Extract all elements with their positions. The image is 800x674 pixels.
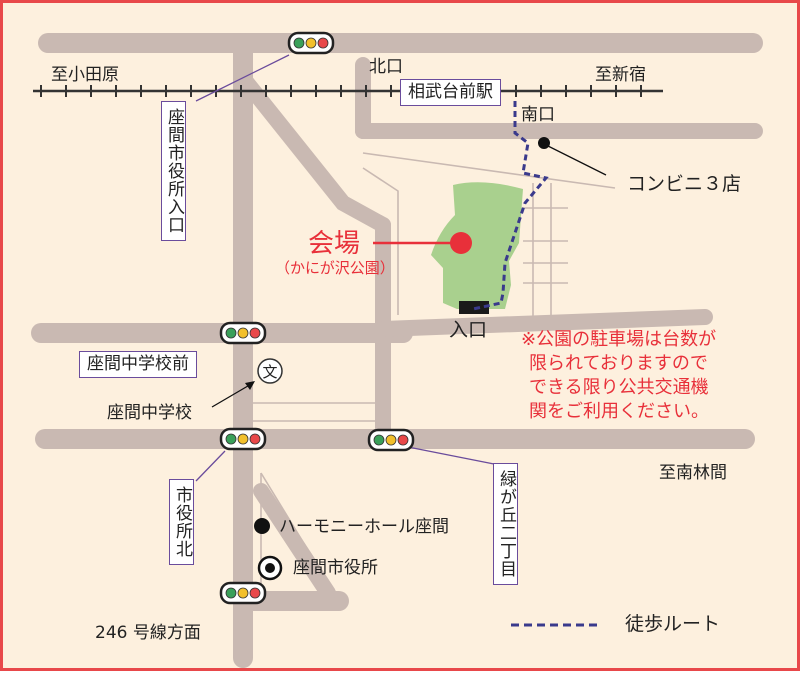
legend-route-label: 徒歩ルート: [625, 613, 721, 635]
school-icon: [257, 358, 283, 384]
walking-route-path: [472, 101, 549, 311]
notice-line-2: 限られておりますので: [529, 353, 708, 374]
to-minamirinkan-label: 至南林間: [659, 463, 727, 483]
harmony-hall-dot: [254, 518, 270, 534]
city-hall-entrance-label: 座間市役所入口: [161, 101, 186, 241]
notice-line-3: できる限り公共交通機: [529, 377, 709, 398]
city-hall-label: 座間市役所: [293, 558, 378, 578]
traffic-light-icon: [219, 427, 267, 451]
park-area: [431, 182, 523, 309]
harmony-hall-label: ハーモニーホール座間: [279, 517, 449, 537]
entrance-label: 入口: [449, 319, 488, 341]
leader-lines: [195, 54, 500, 482]
zama-jhs-label: 座間中学校: [107, 403, 192, 423]
notice-line-4: 関をご利用ください。: [529, 401, 709, 422]
traffic-light-icon: [287, 31, 335, 55]
to-odawara-label: 至小田原: [51, 65, 119, 85]
route246-label: 246 号線方面: [95, 623, 201, 643]
zama-jhs-front-label: 座間中学校前: [79, 351, 197, 378]
north-exit-label: 北口: [369, 57, 403, 77]
traffic-light-icon: [367, 428, 415, 452]
traffic-light-icon: [219, 321, 267, 345]
road-cityhall-diagonal: [253, 483, 336, 601]
station-label: 相武台前駅: [400, 79, 501, 106]
map-graphics: 文: [31, 31, 763, 668]
midorigaoka-label: 緑が丘二丁目: [493, 463, 518, 585]
railway-ties: [40, 85, 642, 97]
notice-line-1: ※公園の駐車場は台数が: [521, 329, 717, 350]
venue-label: 会場: [308, 229, 361, 259]
school-symbol: 文: [262, 363, 277, 381]
inner-lines: [253, 152, 616, 602]
road-park-south: [375, 309, 713, 337]
road-diagonal: [235, 70, 391, 233]
traffic-lights: [219, 31, 415, 605]
traffic-light-icon: [219, 581, 267, 605]
city-hall-north-label: 市役所北: [169, 479, 194, 565]
venue-marker: [450, 232, 472, 254]
venue-sub-label: （かにが沢公園）: [275, 259, 395, 277]
south-exit-label: 南口: [521, 105, 555, 125]
to-shinjuku-label: 至新宿: [595, 65, 646, 85]
convenience-store-dot: [538, 137, 550, 149]
parking-notice: ※公園の駐車場は台数が 限られておりますので できる限り公共交通機 関をご利用く…: [521, 331, 716, 421]
convenience-label: コンビニ３店: [627, 173, 742, 195]
